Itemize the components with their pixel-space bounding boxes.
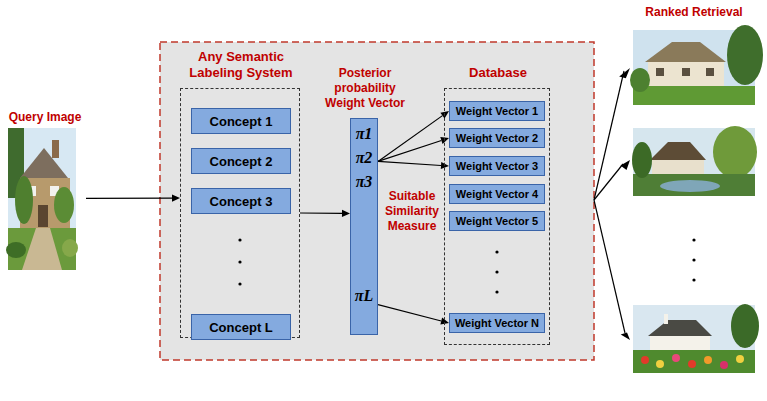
- retrieval-arrows: [594, 68, 630, 340]
- box-label: Weight Vector 4: [456, 188, 538, 200]
- section-heading: Ranked Retrieval: [630, 5, 758, 20]
- node-heading: Database: [443, 65, 553, 81]
- connector-line: [86, 197, 172, 199]
- box-label: Weight Vector 2: [456, 132, 538, 144]
- connector-arrow: [86, 194, 180, 201]
- process-box: Weight Vector 5: [449, 211, 545, 231]
- box-label: Weight Vector 5: [456, 215, 538, 227]
- process-box: Concept L: [191, 314, 291, 340]
- vector-component: π3: [351, 173, 377, 191]
- retrieved-photo: [632, 126, 757, 196]
- connector-arrow: [378, 305, 449, 325]
- connector-line: [378, 141, 441, 162]
- process-box: Concept 3: [191, 188, 291, 214]
- process-box: Weight Vector 2: [449, 128, 545, 148]
- connector-line: [378, 161, 441, 165]
- node-heading: Any Semantic Labeling System: [174, 49, 308, 81]
- connector-line: [378, 116, 442, 162]
- retrieved-photo: [633, 304, 759, 373]
- vector-component: πL: [351, 287, 377, 305]
- process-box: Weight Vector 1: [449, 101, 545, 121]
- group-box: Any Semantic Labeling SystemConcept 1Con…: [180, 88, 300, 338]
- vector-component: π1: [351, 125, 377, 143]
- box-label: Concept 3: [210, 194, 273, 209]
- box-label: Weight Vector 3: [456, 160, 538, 172]
- connector-line: [300, 212, 342, 214]
- vector-bar: Posterior probability Weight Vectorπ1π2π…: [350, 118, 378, 335]
- connector-arrow: [300, 210, 350, 217]
- process-box: Weight Vector N: [449, 313, 545, 333]
- group-box: DatabaseWeight Vector 1Weight Vector 2We…: [444, 88, 550, 345]
- query-photo: [6, 128, 78, 270]
- retrieved-photo: [630, 25, 763, 105]
- box-label: Concept L: [209, 320, 273, 335]
- arrowhead: [172, 194, 180, 201]
- connector-arrow: [378, 161, 449, 169]
- similarity-label: Suitable Similarity Measure: [380, 189, 444, 234]
- vector-component: π2: [351, 149, 377, 167]
- process-box: Weight Vector 3: [449, 156, 545, 176]
- node-heading: Posterior probability Weight Vector: [313, 66, 417, 111]
- box-label: Concept 2: [210, 154, 273, 169]
- box-label: Concept 1: [210, 114, 273, 129]
- node-heading: Query Image: [4, 110, 86, 125]
- process-box: Concept 1: [191, 108, 291, 134]
- system-region: [160, 42, 594, 360]
- process-box: Weight Vector 4: [449, 184, 545, 204]
- connector-line: [378, 305, 441, 321]
- box-label: Weight Vector 1: [456, 105, 538, 117]
- box-label: Weight Vector N: [455, 317, 539, 329]
- connector-arrow: [378, 111, 449, 161]
- arrowhead: [342, 210, 350, 217]
- connector-arrow: [378, 137, 449, 161]
- process-box: Concept 2: [191, 148, 291, 174]
- image-node: Query Image: [4, 106, 86, 271]
